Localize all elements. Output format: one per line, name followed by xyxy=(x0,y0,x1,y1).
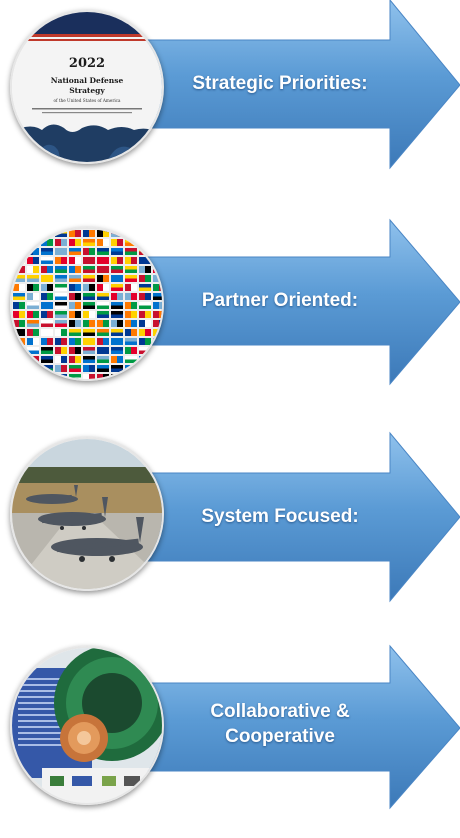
arrow-shape xyxy=(119,644,460,810)
step-label-block: Collaborative & Cooperative xyxy=(150,700,410,749)
step-system-focused: System Focused: xyxy=(0,425,460,625)
cover-title-2: Strategy xyxy=(69,86,105,95)
cover-subtitle: of the United States of America xyxy=(53,98,121,103)
step-partner-oriented: Partner Oriented: xyxy=(0,212,460,412)
step-label: Strategic Priorities: xyxy=(192,73,368,94)
step-label: Partner Oriented: xyxy=(201,290,359,311)
world-flags-image xyxy=(10,227,164,381)
step-label-line-1: Collaborative & xyxy=(210,701,350,722)
step-label-line-2: Cooperative xyxy=(225,725,335,747)
step-collaborative-cooperative: Collaborative & Cooperative xyxy=(0,638,460,838)
aircraft-flightline-image xyxy=(10,437,164,591)
cover-year: 2022 xyxy=(69,56,105,71)
step-label: System Focused: xyxy=(201,506,359,527)
step-strategic-priorities: Strategic Priorities: 2022 National Defe… xyxy=(0,0,460,200)
arrow-shape xyxy=(119,0,460,170)
strategy-document-image: 2022 National Defense Strategy of the Un… xyxy=(10,10,164,164)
arrow-shape xyxy=(119,218,460,386)
arrow-shape xyxy=(119,431,460,603)
department-seal-collage-image xyxy=(10,646,164,805)
cover-title: National Defense xyxy=(51,76,124,85)
